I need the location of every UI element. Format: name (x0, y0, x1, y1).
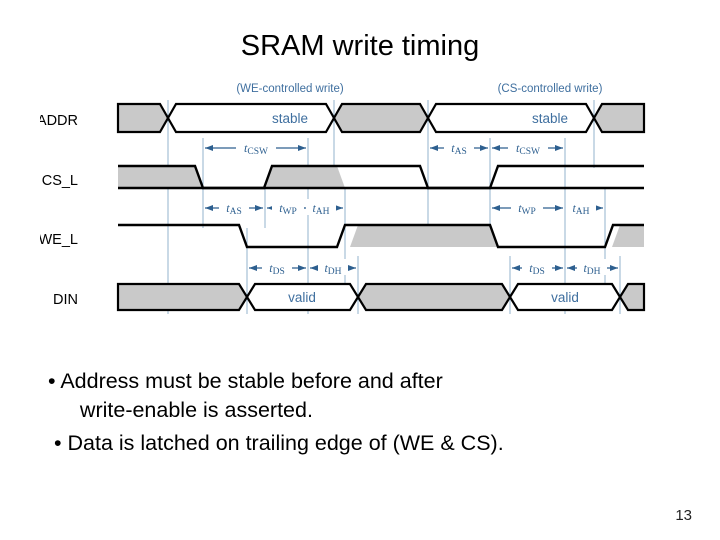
section-label-cs-controlled: (CS-controlled write) (498, 83, 603, 95)
page-number: 13 (675, 507, 692, 524)
din-bus-value-2: valid (551, 290, 579, 305)
addr-bus-invalid-1 (116, 102, 170, 134)
din-bus-invalid-3 (618, 282, 646, 312)
timing-annotations-row-2: tAS tWP tAH tWP (205, 199, 603, 217)
signal-label-addr: ADDR (40, 113, 78, 129)
addr-bus-stable-2 (426, 102, 596, 134)
timing-diagram-svg: (WE-controlled write) (CS-controlled wri… (40, 83, 646, 314)
bullet-item-1: • Address must be stable before and afte… (48, 369, 443, 422)
cs-l-waveform (118, 164, 644, 190)
page-title: SRAM write timing (240, 30, 480, 62)
we-l-waveform (118, 223, 644, 249)
addr-bus-invalid-2 (332, 102, 430, 134)
we-l-gray-1 (350, 225, 498, 247)
section-label-we-controlled: (WE-controlled write) (236, 83, 344, 95)
addr-bus-invalid-3 (592, 102, 646, 134)
addr-bus-stable-1 (166, 102, 336, 134)
signal-row-we-l: WE_L (40, 223, 644, 249)
timing-diagram-figure: (WE-controlled write) (CS-controlled wri… (40, 78, 680, 328)
cs-l-gray-1 (118, 166, 203, 188)
signal-row-cs-l: CS_L (42, 164, 644, 190)
bullet-list: • Address must be stable before and afte… (48, 367, 678, 462)
din-bus-invalid-2 (356, 282, 512, 312)
signal-label-we-l: WE_L (40, 232, 78, 248)
din-bus-invalid-1 (116, 282, 249, 312)
timing-annotations-row-3: tDS tDH tDS tDH (249, 259, 618, 277)
cs-l-gray-2 (264, 166, 345, 188)
addr-bus-value-2: stable (532, 111, 568, 126)
signal-row-din: DIN valid valid (53, 282, 646, 312)
addr-bus-value-1: stable (272, 111, 308, 126)
timing-annotations-row-1: tCSW tAS tCSW (205, 139, 563, 157)
we-l-gray-2 (612, 225, 644, 247)
din-bus-value-1: valid (288, 290, 316, 305)
signal-label-cs-l: CS_L (42, 173, 78, 189)
signal-label-din: DIN (53, 292, 78, 308)
signal-row-addr: ADDR stable stable (40, 102, 646, 134)
bullet-item-2: • Data is latched on trailing edge of (W… (54, 431, 504, 455)
